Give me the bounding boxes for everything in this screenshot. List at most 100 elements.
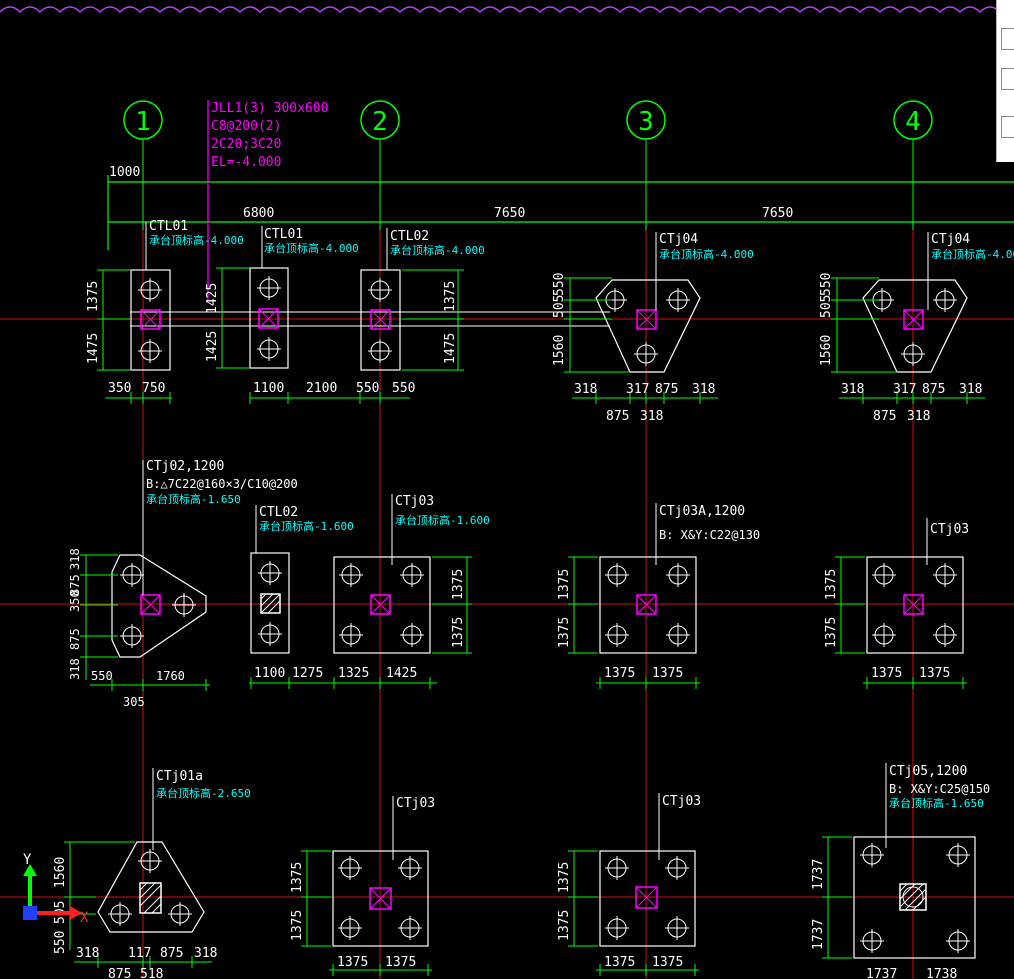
dim-text: 318 [574, 382, 597, 397]
pile-cap-ctj03a[interactable]: CTj03A,1200 B: X&Y:C22@130 [599, 503, 760, 654]
pile-icon [168, 902, 192, 926]
cap-rebar: B: X&Y:C25@150 [889, 782, 990, 796]
floating-palette[interactable] [996, 0, 1014, 162]
dim-text: 318 [194, 946, 217, 961]
cap-elevation: 承台顶标高-1.650 [146, 492, 241, 506]
dims-row2-f2-f3 [249, 556, 472, 689]
beam-note-line-1: JLL1(3) 300x600 [211, 101, 328, 116]
axis-lines [0, 140, 1014, 979]
pile-icon [933, 623, 957, 647]
pile-cap-ctj03-row2[interactable]: CTj03 承台顶标高-1.600 [333, 494, 490, 654]
pile-icon [946, 843, 970, 867]
pile-icon [138, 849, 162, 873]
pile-icon [666, 288, 690, 312]
pile-cap-ctl02-row1[interactable]: CTL02 承台顶标高-4.000 [360, 228, 485, 371]
span-3-4: 7650 [762, 206, 793, 221]
dim-text: 1375 [385, 955, 416, 970]
pile-cap-ctl02-row2[interactable]: CTL02 承台顶标高-1.600 [250, 505, 354, 654]
column-icon [260, 593, 281, 614]
dim-text: 318 [841, 382, 864, 397]
pile-icon [138, 278, 162, 302]
dim-text: 550 [356, 381, 379, 396]
pile-icon [339, 623, 363, 647]
revision-cloud-line [0, 6, 1001, 14]
column-icon [635, 886, 658, 909]
pile-icon [634, 342, 658, 366]
pile-cap-ctj01a[interactable]: CTj01a 承台顶标高-2.650 [97, 768, 251, 933]
pile-cap-ctl01-b[interactable]: CTL01 承台顶标高-4.000 [249, 226, 359, 369]
pile-icon [872, 623, 896, 647]
cap-rebar: B: X&Y:C22@130 [659, 528, 760, 542]
dim-text: 1375 [604, 666, 635, 681]
cap-elevation: 承台顶标高-2.650 [156, 786, 251, 800]
pile-cap-ctj05[interactable]: CTj05,1200 B: X&Y:C25@150 承台顶标高-1.650 [853, 763, 990, 959]
palette-button-2[interactable] [1001, 68, 1014, 90]
cap-name: CTj03 [662, 794, 701, 809]
pile-icon [338, 856, 362, 880]
cap-name: CTj02,1200 [146, 459, 224, 474]
palette-button-3[interactable] [1001, 116, 1014, 138]
axis-bubble-3[interactable]: 3 [626, 100, 666, 140]
dim-text: 1760 [156, 669, 185, 683]
span-edge: 1000 [109, 165, 140, 180]
dim-text: 1475 [443, 333, 458, 364]
dim-text: 350 [108, 381, 131, 396]
pile-cap-ctj04-b[interactable]: CTj04 承台顶标高-4.000 [862, 232, 1014, 373]
span-dimension-lines [107, 175, 1014, 250]
dim-text: 505 [819, 295, 834, 318]
dim-text: 318 [959, 382, 982, 397]
cap-rebar: B:△7C22@160×3/C10@200 [146, 477, 298, 491]
dim-text: 875 [68, 628, 82, 650]
dims-row3-f4 [822, 836, 852, 959]
cap-name: CTj04 [659, 232, 698, 247]
pile-icon [257, 276, 281, 300]
dim-text: 1375 [290, 862, 305, 893]
dim-text: 550 [91, 669, 113, 683]
dim-text: 1375 [290, 910, 305, 941]
cap-name: CTL01 [264, 227, 303, 242]
dim-text: 1375 [86, 281, 101, 312]
dim-text: 2100 [306, 381, 337, 396]
cap-name: CTL02 [390, 229, 429, 244]
dims-row1-f5 [831, 277, 985, 404]
dim-text: 550 [819, 273, 834, 296]
pile-cap-ctj03-row3-a[interactable]: CTj03 [332, 796, 435, 947]
pile-cap-ctl01-a[interactable]: CTL01 承台顶标高-4.000 [130, 219, 244, 371]
axis-bubble-2[interactable]: 2 [360, 100, 400, 140]
dim-text: 1100 [254, 666, 285, 681]
pile-cap-ctj02[interactable]: CTj02,1200 B:△7C22@160×3/C10@200 承台顶标高-1… [111, 459, 298, 658]
pile-cap-ctj04-a[interactable]: CTj04 承台顶标高-4.000 [595, 232, 754, 373]
dim-text: 875 [108, 967, 131, 979]
axis-bubble-4[interactable]: 4 [893, 100, 933, 140]
dims-row2-f1 [80, 554, 210, 691]
dim-text: 305 [123, 695, 145, 709]
dim-text: 1375 [652, 955, 683, 970]
dim-text: 1738 [926, 967, 957, 979]
pile-icon [605, 623, 629, 647]
dim-text: 1375 [557, 862, 572, 893]
pile-cap-ctj03-row2-right[interactable]: CTj03 [866, 518, 969, 654]
dim-text: 1375 [337, 955, 368, 970]
cap-name: CTj03A,1200 [659, 504, 745, 519]
dim-text: 875 [922, 382, 945, 397]
axis-bubble-1[interactable]: 1 [123, 100, 163, 140]
dim-text: 318 [68, 658, 82, 680]
cap-elevation: 承台顶标高-4.000 [659, 247, 754, 261]
pile-cap-ctj03-row3-b[interactable]: CTj03 [599, 793, 701, 947]
dim-text: 317 [626, 382, 649, 397]
dim-text: 1375 [451, 569, 466, 600]
pile-icon [666, 623, 690, 647]
cap-name: CTj03 [395, 494, 434, 509]
dim-text: 550 [392, 381, 415, 396]
dim-text: 350 [68, 590, 82, 612]
cap-name: CTL02 [259, 505, 298, 520]
palette-button-1[interactable] [1001, 28, 1014, 50]
pile-icon [339, 563, 363, 587]
cap-elevation: 承台顶标高-1.650 [889, 796, 984, 810]
pile-icon [368, 278, 392, 302]
cap-name: CTj05,1200 [889, 764, 967, 779]
pile-icon [138, 339, 162, 363]
cap-name: CTj04 [931, 232, 970, 247]
beam-note[interactable]: JLL1(3) 300x600 C8@200(2) 2C20;3C20 EL=-… [207, 100, 328, 300]
